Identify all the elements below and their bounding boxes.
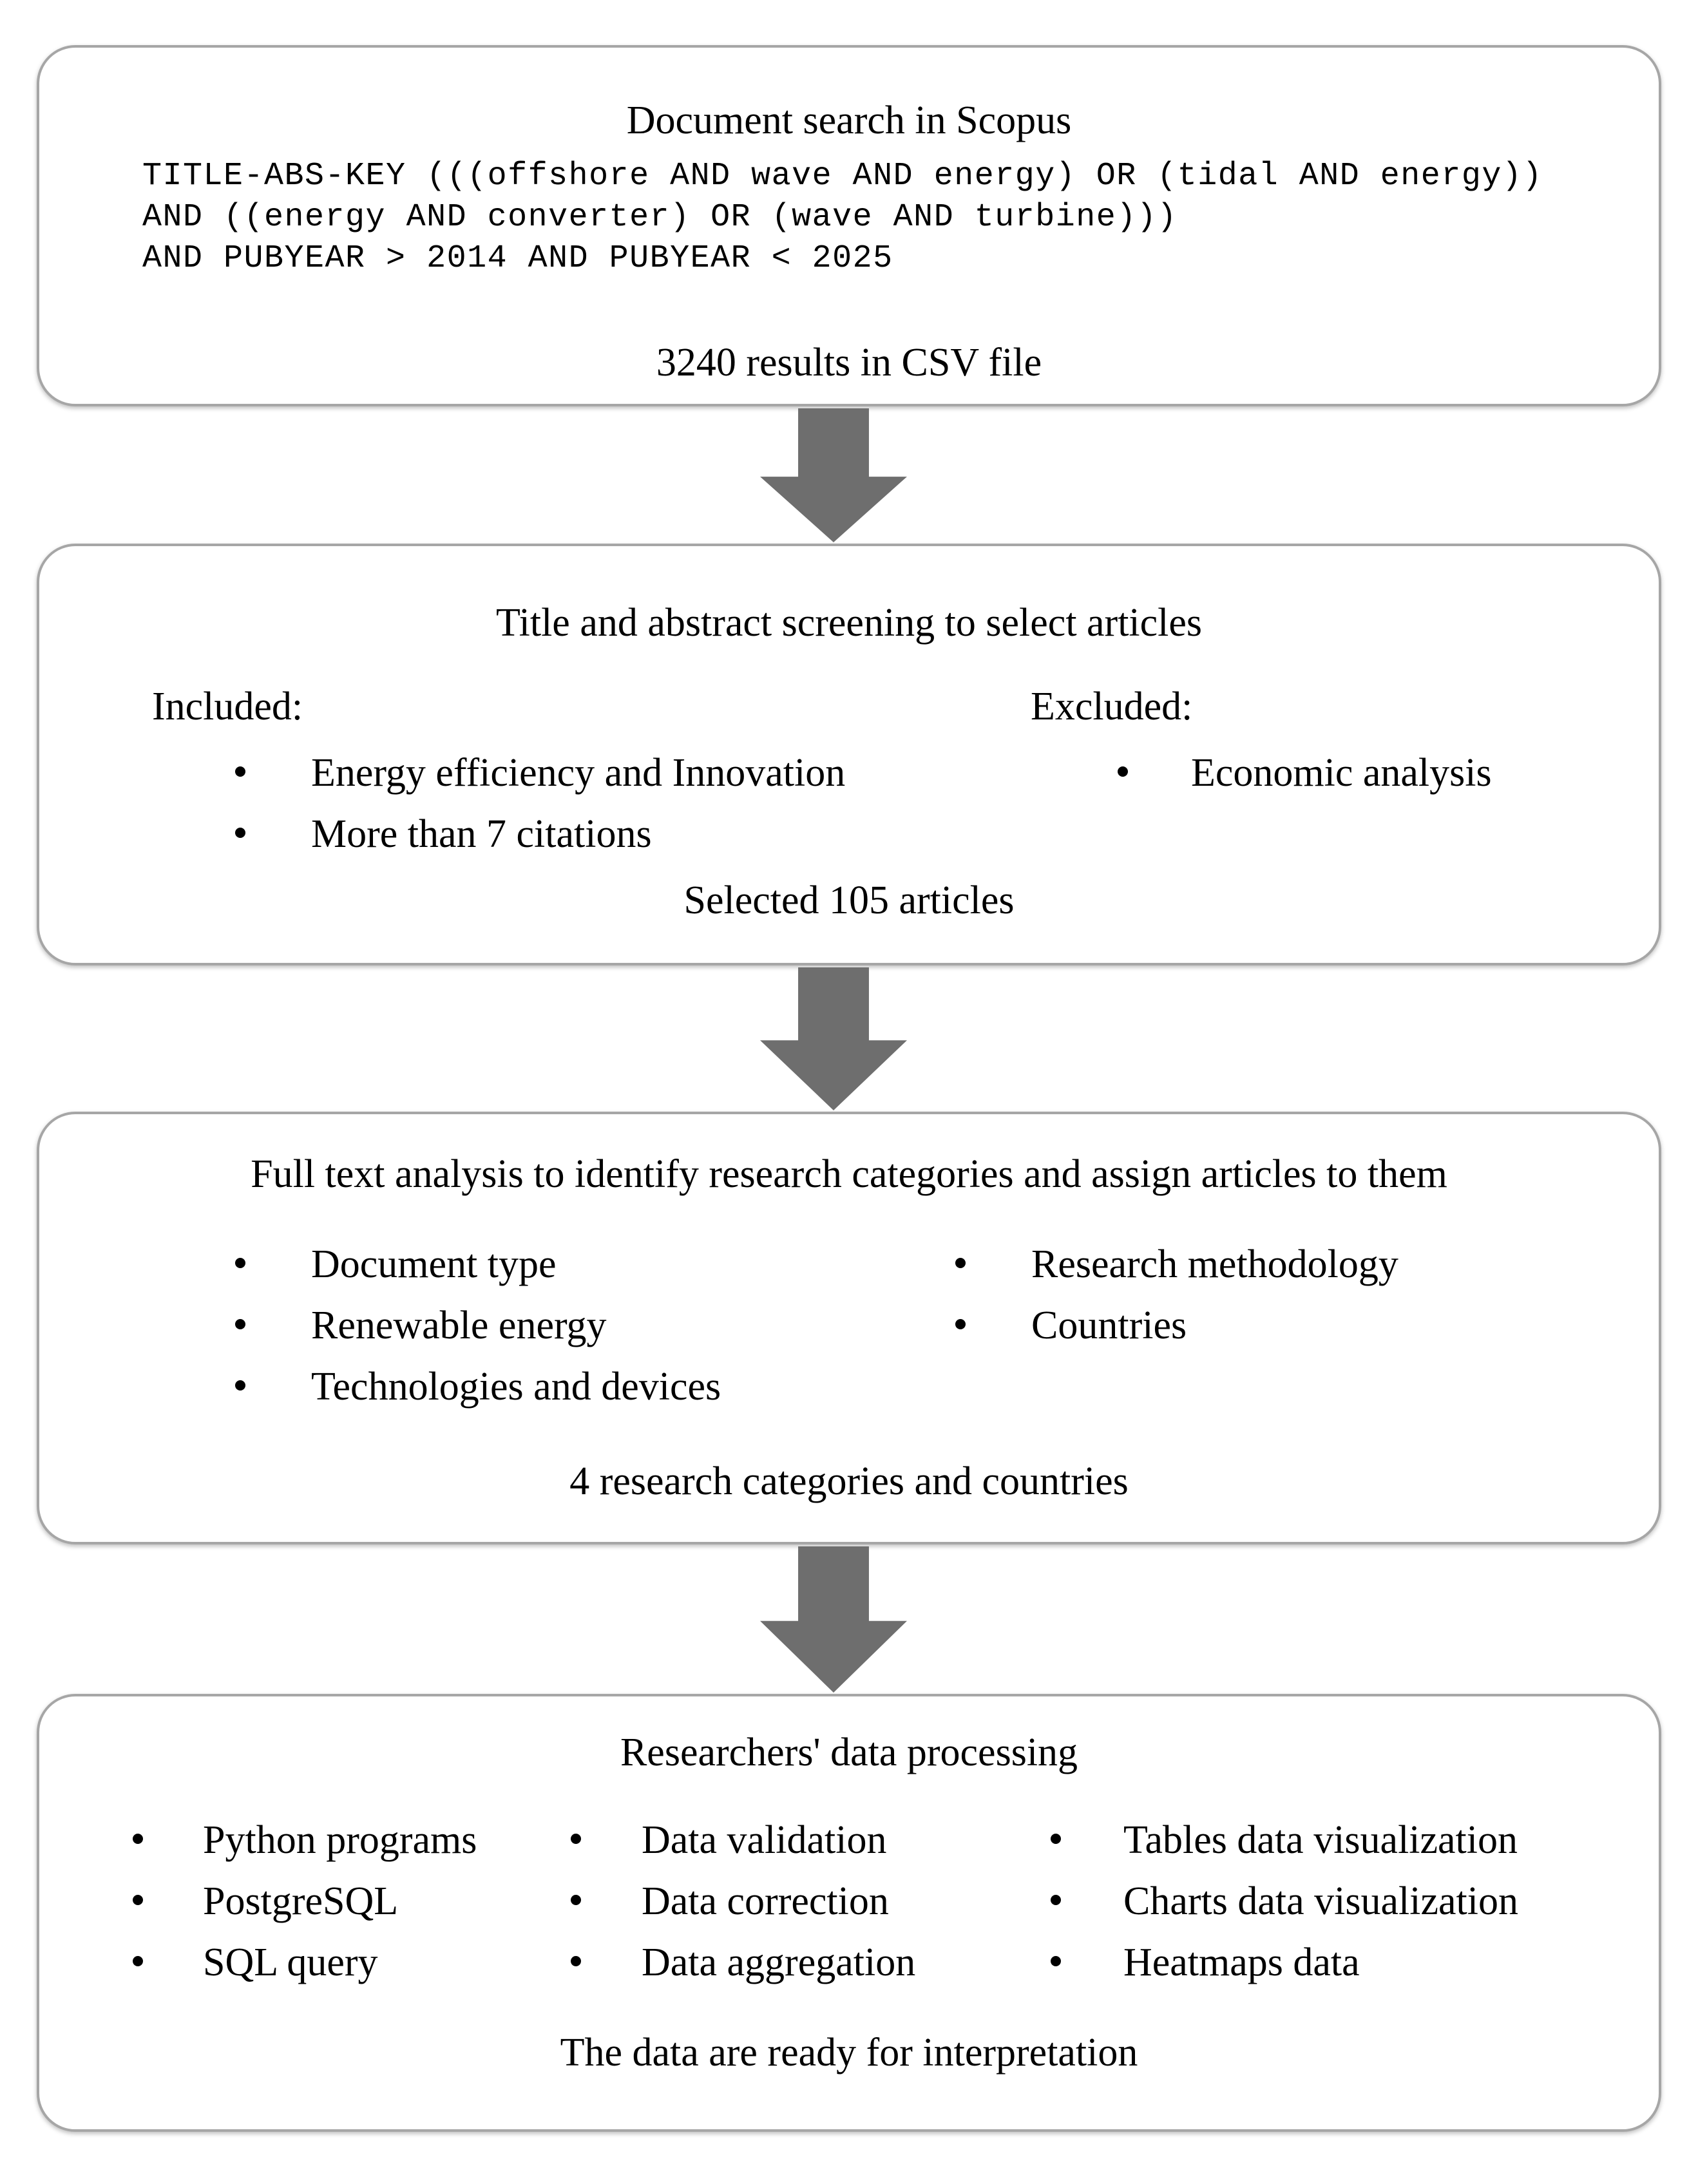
box-result-text: 3240 results in CSV file — [656, 341, 1042, 385]
category-item: Renewable energy — [311, 1304, 607, 1347]
processing-item: Data correction — [642, 1879, 889, 1923]
bullet-icon — [955, 1319, 966, 1329]
down-arrow-icon — [760, 408, 907, 542]
processing-item: Charts data visualization — [1123, 1879, 1518, 1923]
bullet-icon — [235, 1380, 245, 1391]
list-item: PostgreSQL Data correction Charts data v… — [39, 1877, 1659, 1926]
box-title: Full text analysis to identify research … — [251, 1152, 1447, 1196]
processing-item: PostgreSQL — [203, 1879, 399, 1923]
excluded-item: Economic analysis — [1191, 751, 1492, 795]
box-title: Researchers' data processing — [620, 1731, 1078, 1774]
bullet-icon — [235, 1319, 245, 1329]
query-line: AND PUBYEAR > 2014 AND PUBYEAR < 2025 — [142, 240, 893, 277]
bullet-icon — [235, 766, 245, 777]
list-item: Document type Research methodology — [39, 1240, 1659, 1289]
list-item: Energy efficiency and Innovation Economi… — [39, 749, 1659, 797]
list-item: SQL query Data aggregation Heatmaps data — [39, 1939, 1659, 1987]
box-result-text: 4 research categories and countries — [569, 1459, 1129, 1503]
screening-box: Title and abstract screening to select a… — [37, 544, 1661, 965]
bullet-icon — [1051, 1834, 1061, 1844]
scopus-search-box: Document search in Scopus TITLE-ABS-KEY … — [37, 45, 1661, 406]
processing-item: Data aggregation — [642, 1941, 916, 1984]
box-title: Document search in Scopus — [626, 99, 1072, 142]
processing-item: Heatmaps data — [1123, 1941, 1360, 1984]
down-arrow-icon — [760, 967, 907, 1110]
list-item: More than 7 citations — [39, 810, 1659, 859]
category-item: Research methodology — [1031, 1242, 1398, 1286]
bullet-icon — [1051, 1895, 1061, 1905]
bullet-icon — [133, 1834, 143, 1844]
bullet-icon — [571, 1834, 581, 1844]
query-line: TITLE-ABS-KEY (((offshore AND wave AND e… — [142, 158, 1543, 195]
excluded-label: Excluded: — [1031, 685, 1193, 728]
bullet-icon — [571, 1895, 581, 1905]
included-item: More than 7 citations — [311, 812, 652, 856]
included-item: Energy efficiency and Innovation — [311, 751, 846, 795]
processing-item: SQL query — [203, 1941, 378, 1984]
bullet-icon — [1118, 766, 1128, 777]
bullet-icon — [235, 1258, 245, 1268]
data-processing-box: Researchers' data processing Python prog… — [37, 1694, 1661, 2132]
scopus-query-text: TITLE-ABS-KEY (((offshore AND wave AND e… — [142, 156, 1543, 280]
query-line: AND ((energy AND converter) OR (wave AND… — [142, 199, 1178, 236]
bullet-icon — [235, 828, 245, 838]
arrow-gap — [0, 1544, 1698, 1694]
bullet-icon — [133, 1895, 143, 1905]
arrow-gap — [0, 406, 1698, 544]
bullet-icon — [955, 1258, 966, 1268]
category-item: Countries — [1031, 1304, 1187, 1347]
bullet-icon — [571, 1956, 581, 1966]
full-text-analysis-box: Full text analysis to identify research … — [37, 1112, 1661, 1544]
category-item: Document type — [311, 1242, 557, 1286]
criteria-labels-row: Included: Excluded: — [39, 683, 1659, 731]
arrow-gap — [0, 965, 1698, 1112]
category-item: Technologies and devices — [311, 1365, 721, 1409]
list-item: Python programs Data validation Tables d… — [39, 1816, 1659, 1865]
down-arrow-icon — [760, 1546, 907, 1693]
box-title: Title and abstract screening to select a… — [495, 601, 1203, 645]
box-result-text: The data are ready for interpretation — [560, 2031, 1138, 2075]
processing-item: Tables data visualization — [1123, 1818, 1518, 1862]
box-result-text: Selected 105 articles — [683, 878, 1015, 922]
processing-item: Data validation — [642, 1818, 887, 1862]
bullet-icon — [1051, 1956, 1061, 1966]
processing-item: Python programs — [203, 1818, 477, 1862]
list-item: Renewable energy Countries — [39, 1302, 1659, 1350]
list-item: Technologies and devices — [39, 1363, 1659, 1411]
bullet-icon — [133, 1956, 143, 1966]
included-label: Included: — [152, 685, 303, 728]
